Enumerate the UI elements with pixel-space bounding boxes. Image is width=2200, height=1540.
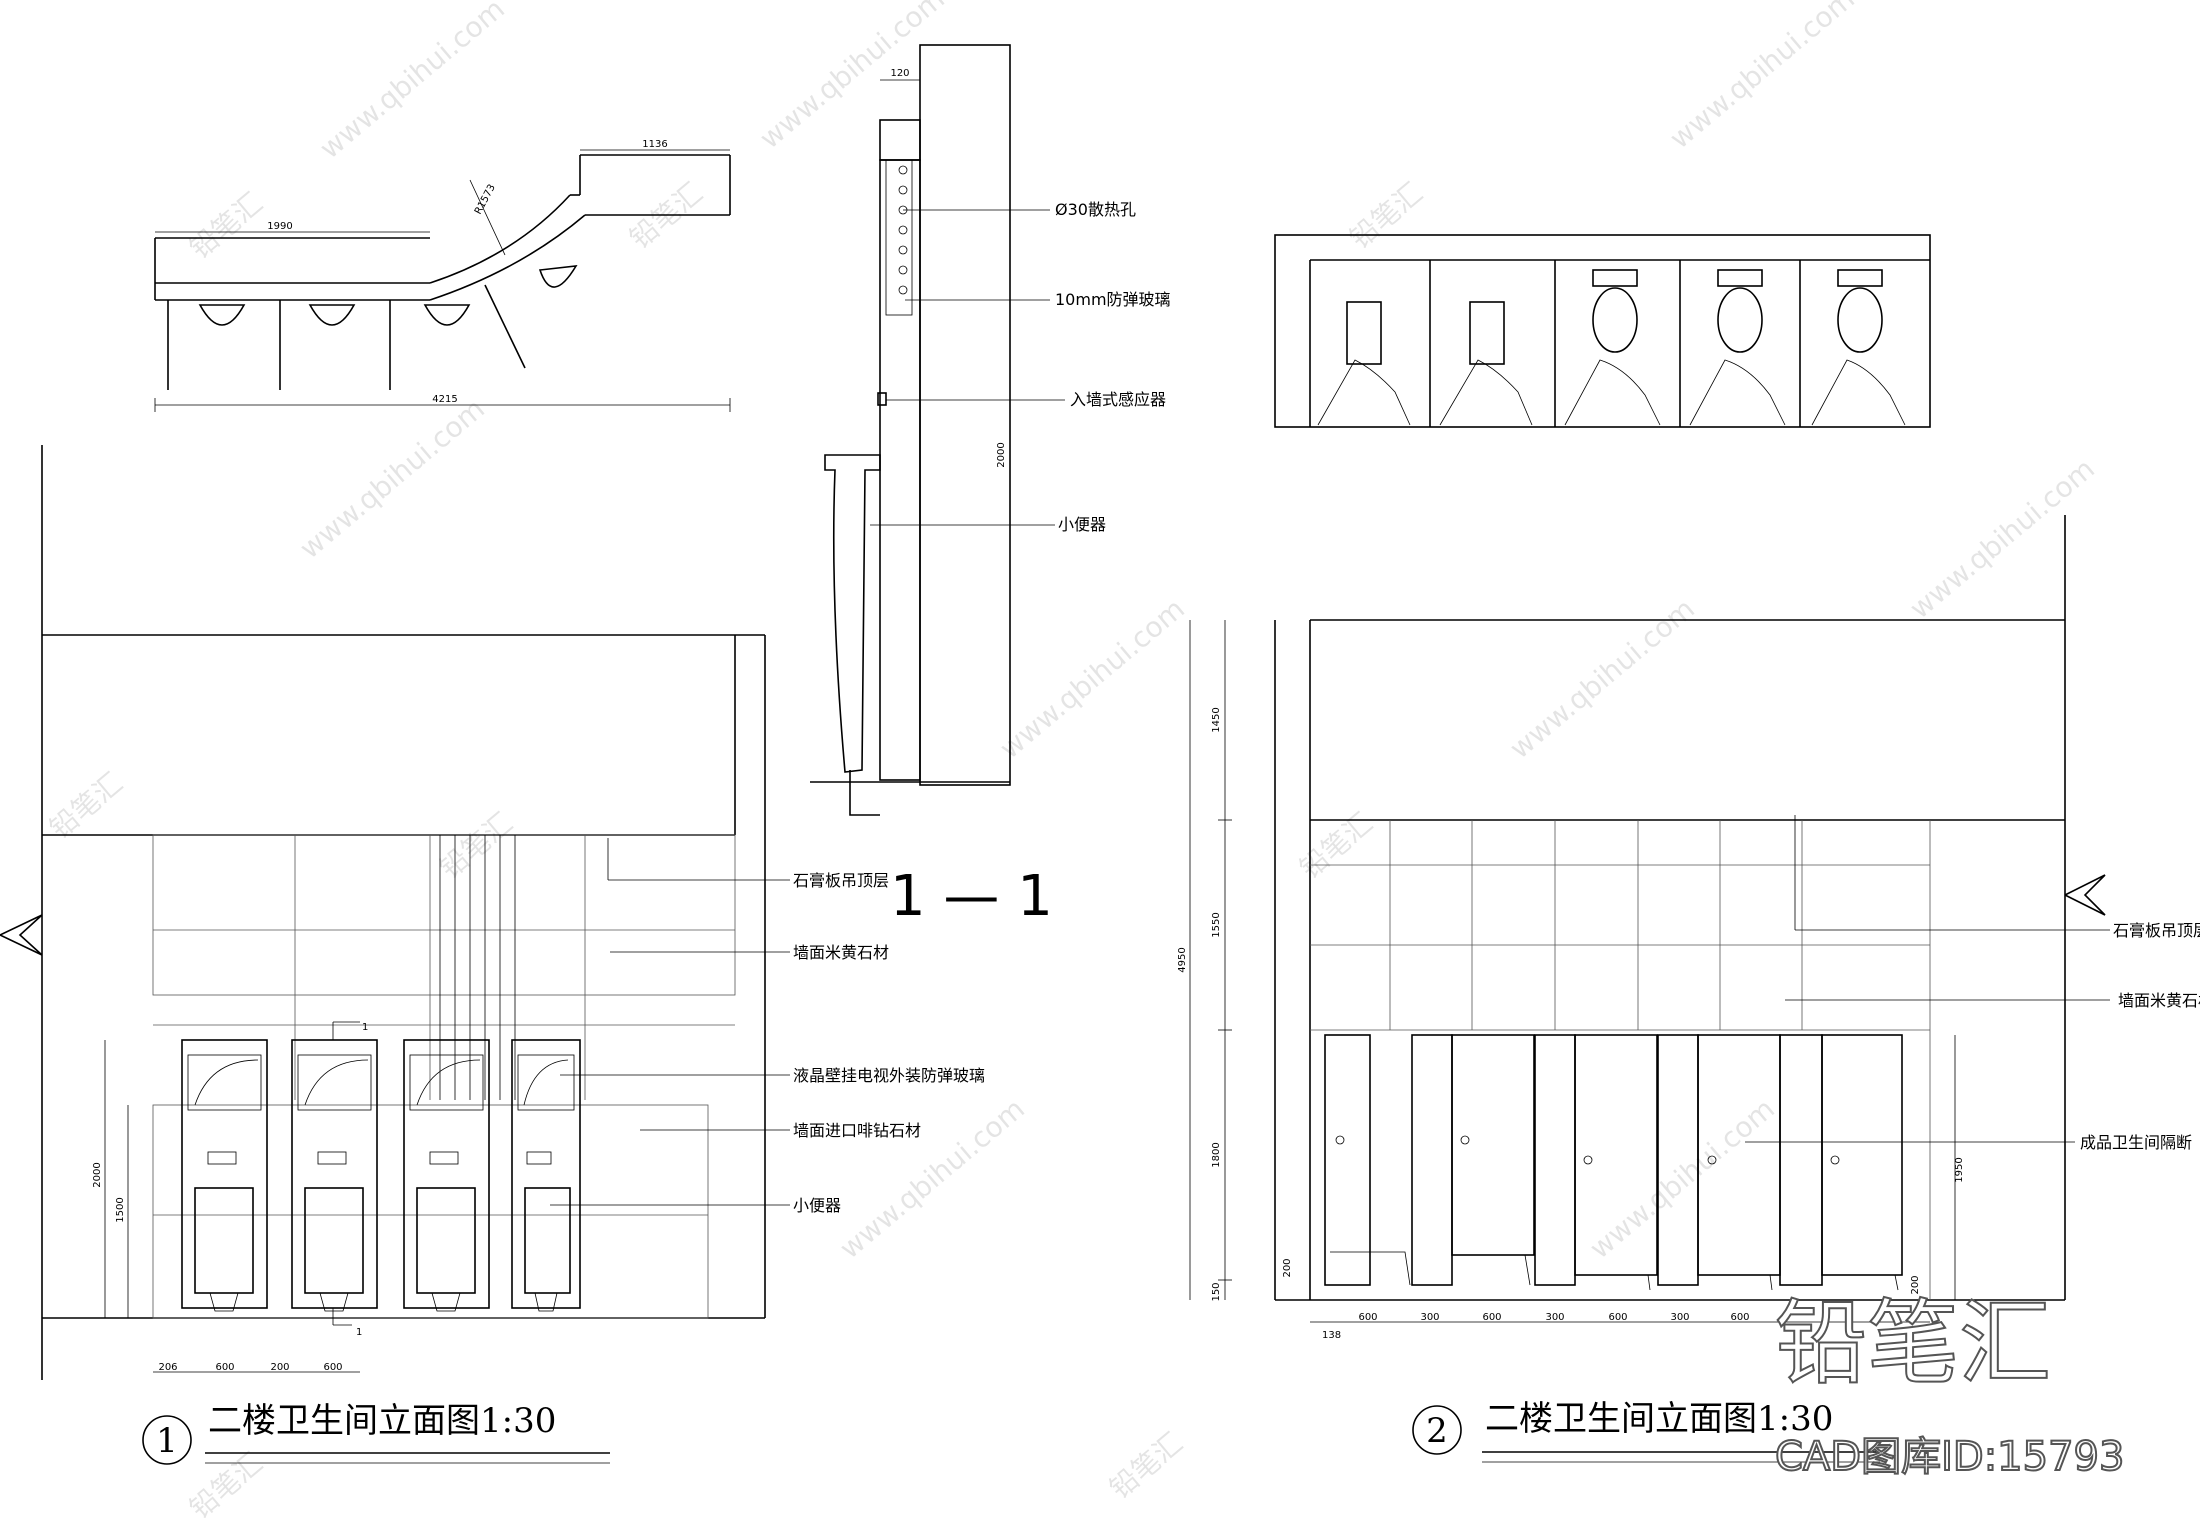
elev1-bottom-dim: 600 xyxy=(323,1362,342,1373)
urinal-cabinet xyxy=(291,1039,378,1312)
elevation-2: 4950 1450 1550 1800 150 200 138 1950 200… xyxy=(1177,234,2200,1463)
watermark-brand: 铅笔汇 xyxy=(1103,1426,1189,1505)
section-view: 120 Ø30散热孔 10mm防弹玻璃 入墙式感应器 小便器 2000 xyxy=(810,44,1171,929)
elev2-dim-1550: 1550 xyxy=(1211,912,1222,937)
elev2-dim-200-right: 200 xyxy=(1910,1275,1921,1294)
plan-dim-right: 1136 xyxy=(642,139,667,150)
toilet-plan xyxy=(1689,269,1786,426)
watermark-url: www.qbihui.com xyxy=(1503,592,1701,765)
elev2-dim-1450: 1450 xyxy=(1211,707,1222,732)
watermark-url: www.qbihui.com xyxy=(1663,0,1861,155)
watermark-brand: 铅笔汇 xyxy=(1293,806,1379,885)
watermark-brand: 铅笔汇 xyxy=(433,806,519,885)
watermark-url: www.qbihui.com xyxy=(1903,452,2101,625)
section-label-vent: Ø30散热孔 xyxy=(1055,200,1136,219)
section-label-glass: 10mm防弹玻璃 xyxy=(1055,290,1171,309)
elev2-dim-150: 150 xyxy=(1211,1282,1222,1301)
urinal-plan xyxy=(1439,301,1533,426)
cut-mark-bottom: 1 xyxy=(356,1327,362,1338)
plan-dim-radius: R1573 xyxy=(473,183,498,217)
elev1-dim-1500: 1500 xyxy=(115,1197,126,1222)
section-label-urinal: 小便器 xyxy=(1058,515,1106,534)
elev1-bottom-dim: 200 xyxy=(270,1362,289,1373)
elev1-label-ceiling: 石膏板吊顶层 xyxy=(793,871,889,890)
section-dim-top: 120 xyxy=(890,68,909,79)
watermark-library-id: CAD图库ID:15793 xyxy=(1775,1434,2124,1480)
elev2-dim-total: 4950 xyxy=(1177,947,1188,972)
elev1-label-urinal: 小便器 xyxy=(793,1196,841,1215)
urinal-plan xyxy=(1317,301,1411,426)
elev1-bottom-dim: 206 xyxy=(158,1362,177,1373)
watermark-brand: 铅笔汇 xyxy=(183,186,269,265)
elev2-dim-138: 138 xyxy=(1322,1330,1341,1341)
urinal-cabinet xyxy=(511,1039,581,1312)
elev1-label-lcd: 液晶壁挂电视外装防弹玻璃 xyxy=(793,1066,985,1085)
elev2-bottom-dim: 600 xyxy=(1358,1312,1377,1323)
partition-doors xyxy=(1324,1034,1903,1291)
elev1-title: 二楼卫生间立面图1:30 xyxy=(208,1401,556,1441)
elevation-1: 1 1 2000 1500 206 600 200 600 石膏板吊顶层 墙面米… xyxy=(0,445,985,1465)
watermark-url: www.qbihui.com xyxy=(833,1092,1031,1265)
elev2-label-wall-stone: 墙面米黄石材 xyxy=(2118,991,2200,1010)
toilet-plan xyxy=(1811,269,1906,426)
urinal-cabinet xyxy=(181,1039,268,1312)
vent-holes xyxy=(898,165,908,295)
watermark-url: www.qbihui.com xyxy=(753,0,951,155)
watermark-url: www.qbihui.com xyxy=(1583,1092,1781,1265)
elev2-label-ceiling: 石膏板吊顶层 xyxy=(2113,921,2200,940)
section-label-sensor: 入墙式感应器 xyxy=(1070,390,1166,409)
watermark-brand: 铅笔汇 xyxy=(1343,176,1429,255)
toilet-plan xyxy=(1564,269,1661,426)
elev2-bottom-dim: 300 xyxy=(1670,1312,1689,1323)
elev1-bottom-dim: 600 xyxy=(215,1362,234,1373)
watermark-big-brand: 铅笔汇 xyxy=(1775,1290,2051,1397)
elev1-dim-2000: 2000 xyxy=(92,1162,103,1187)
plan-view: 1990 1136 R1573 4215 xyxy=(154,139,731,412)
section-mark: 1 — 1 xyxy=(890,864,1053,929)
elev1-number: 1 xyxy=(156,1421,178,1461)
elev2-bottom-dim: 600 xyxy=(1482,1312,1501,1323)
elev1-label-coffee-stone: 墙面进口啡钻石材 xyxy=(793,1121,921,1140)
watermark-url: www.qbihui.com xyxy=(313,0,511,165)
elev2-bottom-dim: 600 xyxy=(1730,1312,1749,1323)
elev2-number: 2 xyxy=(1426,1411,1448,1451)
urinal-cabinet xyxy=(403,1039,490,1312)
elev2-label-partition: 成品卫生间隔断 xyxy=(2080,1133,2192,1152)
elev2-bottom-dim: 600 xyxy=(1608,1312,1627,1323)
elev2-bottom-dim: 300 xyxy=(1545,1312,1564,1323)
section-dim-height: 2000 xyxy=(996,442,1007,467)
elev2-title: 二楼卫生间立面图1:30 xyxy=(1485,1399,1833,1439)
elev2-dim-1950: 1950 xyxy=(1954,1157,1965,1182)
plan-dim-total: 4215 xyxy=(432,394,457,405)
elev2-bottom-dim: 300 xyxy=(1420,1312,1439,1323)
watermark-brand: 铅笔汇 xyxy=(183,1446,269,1525)
watermark-layer: 铅笔汇 www.qbihui.com 铅笔汇 www.qbihui.com 铅笔… xyxy=(43,0,2125,1525)
watermark-brand: 铅笔汇 xyxy=(43,766,129,845)
watermark-url: www.qbihui.com xyxy=(293,392,491,565)
elev1-label-wall-stone: 墙面米黄石材 xyxy=(793,943,889,962)
wall-tile-grid xyxy=(1310,820,1931,1300)
cut-mark-top: 1 xyxy=(362,1022,368,1033)
plan-dim-left: 1990 xyxy=(267,221,292,232)
watermark-url: www.qbihui.com xyxy=(993,592,1191,765)
elev2-dim-200: 200 xyxy=(1282,1258,1293,1277)
elev2-dim-1800: 1800 xyxy=(1211,1142,1222,1167)
